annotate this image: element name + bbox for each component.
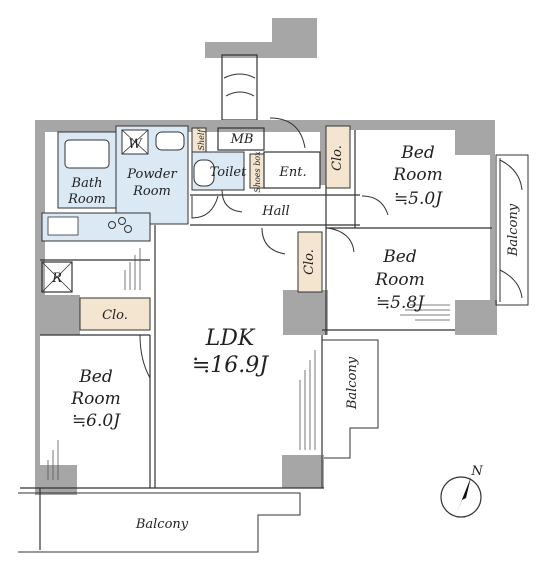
bedroom-b-size: ≒5.8J xyxy=(376,293,425,313)
outer-walls xyxy=(35,120,497,495)
pipe-shaft xyxy=(205,18,317,121)
balcony-bottom-outline xyxy=(18,492,301,553)
compass: N xyxy=(440,464,483,518)
balcony-bottom-label: Balcony xyxy=(135,517,189,532)
bedroom-a-label-2: Room xyxy=(392,165,442,185)
bedroom-a-label-1: Bed xyxy=(400,143,435,163)
compass-ring xyxy=(440,476,482,518)
balcony-middle-label: Balcony xyxy=(345,356,360,410)
bedroom-c-label-1: Bed xyxy=(78,367,113,387)
bedroom-c-label-2: Room xyxy=(70,389,120,409)
balcony-right-label: Balcony xyxy=(506,203,521,257)
bedroom-b-label-2: Room xyxy=(374,270,424,290)
powder-room-label-2: Room xyxy=(132,184,171,199)
bedroom-b-label-1: Bed xyxy=(382,247,417,267)
entrance-label: Ent. xyxy=(278,165,306,180)
toilet-label: Toilet xyxy=(210,165,247,180)
balcony-right-outline xyxy=(495,154,529,306)
balcony-middle-outline xyxy=(321,339,379,488)
closets xyxy=(79,125,351,331)
bedroom-c-size: ≒6.0J xyxy=(72,411,121,431)
hall-label: Hall xyxy=(261,204,289,219)
ldk-label: LDK xyxy=(205,326,256,351)
closet-mid-label: Clo. xyxy=(302,249,317,275)
washer-label: W xyxy=(128,137,143,152)
closet-top-label: Clo. xyxy=(330,145,345,171)
shoes-box-label: Shoes box xyxy=(253,151,262,193)
fridge-label: R xyxy=(51,271,62,286)
closet-left-label: Clo. xyxy=(102,308,128,323)
bedroom-a-size: ≒5.0J xyxy=(394,189,443,209)
bath-room-label-2: Room xyxy=(67,192,106,207)
powder-room-label-1: Powder xyxy=(126,167,177,182)
compass-needle xyxy=(457,477,471,512)
door-swings xyxy=(139,117,523,379)
ldk-size: ≒16.9J xyxy=(192,353,269,378)
interior-walls xyxy=(20,127,492,550)
wet-areas xyxy=(41,125,245,242)
window-hatches xyxy=(47,248,450,480)
mb-label: MB xyxy=(230,132,254,147)
shelf-label: Shelf xyxy=(197,128,206,151)
compass-north-label: N xyxy=(470,464,483,479)
bath-room-label-1: Bath xyxy=(71,176,103,191)
